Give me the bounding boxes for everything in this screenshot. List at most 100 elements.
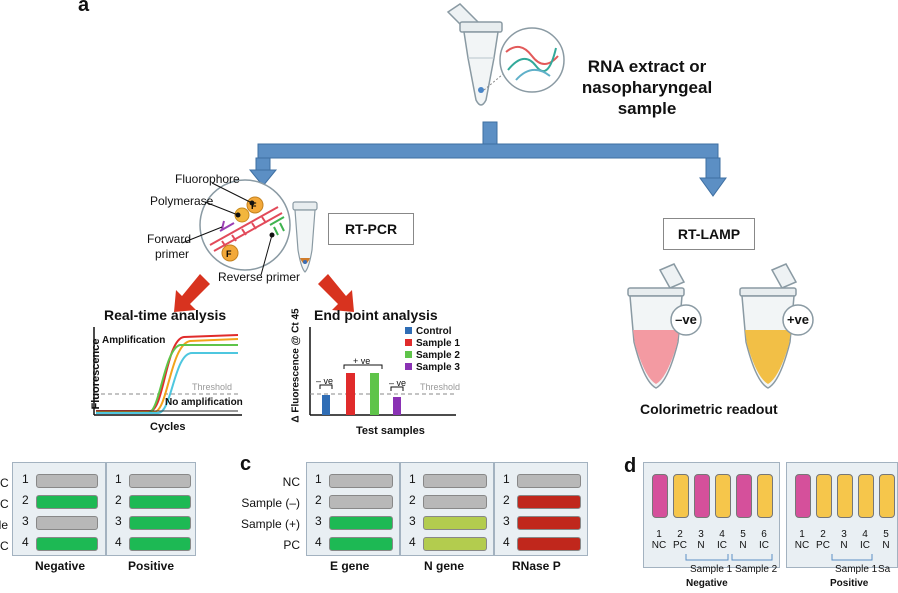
branch-arrows bbox=[248, 121, 727, 197]
strip bbox=[879, 474, 895, 518]
panel-letter-a: a bbox=[78, 0, 90, 16]
strip bbox=[652, 474, 668, 518]
gel-b-lane-number: 4 bbox=[115, 535, 122, 549]
forward-primer-icon bbox=[219, 220, 235, 232]
strip-sample-1-neg: Sample 1 bbox=[690, 564, 733, 575]
strip-label: NC bbox=[794, 540, 810, 551]
amplification-label: Amplification bbox=[102, 335, 166, 346]
strip-label: IC bbox=[759, 540, 769, 551]
strip-brackets bbox=[685, 554, 873, 561]
red-arrow-right bbox=[318, 274, 354, 312]
gel-c-band bbox=[517, 516, 581, 530]
strip-number: 6 bbox=[761, 529, 767, 540]
legend-swatch-sample-2 bbox=[405, 351, 412, 358]
strip bbox=[736, 474, 752, 518]
strip-number: 5 bbox=[740, 529, 746, 540]
gel-c-band bbox=[517, 495, 581, 509]
gel-b-row-label: le bbox=[0, 518, 8, 532]
gel-c-lane-number: 2 bbox=[315, 493, 322, 507]
gel-b-lane-number: 2 bbox=[115, 493, 122, 507]
gel-c-lane-number: 2 bbox=[503, 493, 510, 507]
gel-c-lane-number: 1 bbox=[315, 472, 322, 486]
gel-c-lane-number: 3 bbox=[315, 514, 322, 528]
legend-item: Sample 2 bbox=[405, 350, 460, 362]
strip-number: 1 bbox=[799, 529, 805, 540]
neg-bracket-label-2: – ve bbox=[389, 378, 407, 388]
strip-label: IC bbox=[860, 540, 870, 551]
legend-item: Control bbox=[405, 326, 460, 338]
gel-c-col-label: E gene bbox=[330, 559, 370, 573]
strip-number: 4 bbox=[862, 529, 868, 540]
bar-sample-1 bbox=[346, 373, 355, 415]
bar-sample-3 bbox=[393, 397, 401, 415]
f-mark-top: F bbox=[251, 201, 257, 211]
strip-label: IC bbox=[717, 540, 727, 551]
gel-c-lane-number: 4 bbox=[315, 535, 322, 549]
strip-label: N bbox=[840, 540, 848, 551]
gel-b-row-label: C bbox=[0, 497, 9, 511]
sample-title: RNA extract or nasopharyngeal sample bbox=[552, 56, 742, 119]
gel-b-lane-number: 2 bbox=[22, 493, 29, 507]
gel-c-lane-number: 4 bbox=[503, 535, 510, 549]
gel-c-lane-number: 2 bbox=[409, 493, 416, 507]
strip-positive-label: Positive bbox=[830, 578, 869, 589]
strip bbox=[673, 474, 689, 518]
legend-item: Sample 3 bbox=[405, 362, 460, 374]
panel-letter-c: c bbox=[240, 453, 252, 475]
legend-label: Sample 1 bbox=[416, 338, 460, 349]
sample-tube-illustration bbox=[446, 3, 565, 106]
fluorophore-icon-bottom bbox=[221, 244, 239, 262]
right-arrow-head bbox=[699, 177, 727, 197]
strip-label: PC bbox=[816, 540, 830, 551]
bracket-sample-1-pos bbox=[831, 554, 873, 561]
realtime-title: Real-time analysis bbox=[104, 307, 227, 323]
gel-c-band bbox=[329, 495, 393, 509]
lamp-positive-tube-icon bbox=[739, 263, 814, 389]
gel-c-band bbox=[423, 495, 487, 509]
gel-b-row-label: C bbox=[0, 476, 9, 490]
gel-c-row-label: NC bbox=[282, 475, 300, 489]
pos-bracket-label: + ve bbox=[353, 356, 371, 366]
gel-b-lane-number: 1 bbox=[115, 472, 122, 486]
endpoint-title: End point analysis bbox=[314, 307, 438, 323]
gel-b-row-label: C bbox=[0, 539, 9, 553]
strip-label: NC bbox=[651, 540, 667, 551]
pcr-mechanism-illustration: F F bbox=[181, 179, 291, 276]
lamp-negative-tube-icon bbox=[627, 263, 702, 389]
gel-b-band bbox=[36, 474, 98, 488]
gel-b-lane-number: 3 bbox=[22, 514, 29, 528]
primer-label: primer bbox=[155, 247, 190, 261]
gel-b-band bbox=[36, 516, 98, 530]
polymerase-icon bbox=[234, 207, 250, 223]
bracket-sample-2-neg bbox=[731, 554, 773, 561]
gel-c-lane-number: 3 bbox=[409, 514, 416, 528]
gel-b-band bbox=[129, 474, 191, 488]
strip bbox=[757, 474, 773, 518]
strip-number: 2 bbox=[677, 529, 683, 540]
legend-swatch-sample-1 bbox=[405, 339, 412, 346]
gel-c-band bbox=[329, 516, 393, 530]
gel-b-negative-label: Negative bbox=[35, 559, 86, 573]
right-arrow-shaft bbox=[705, 157, 721, 179]
gel-c-band bbox=[329, 474, 393, 488]
gel-b-band bbox=[129, 495, 191, 509]
strip bbox=[795, 474, 811, 518]
bracket-sample-1-neg bbox=[685, 554, 729, 561]
gel-b-band bbox=[129, 516, 191, 530]
legend-swatch-control bbox=[405, 327, 412, 334]
bracket-pos bbox=[343, 364, 383, 369]
endpoint-legend: Control Sample 1 Sample 2 Sample 3 bbox=[405, 326, 460, 374]
fluorophore-label: Fluorophore bbox=[175, 172, 240, 186]
curve-cyan bbox=[96, 352, 238, 414]
strip bbox=[816, 474, 832, 518]
gel-c-lane-number: 1 bbox=[503, 472, 510, 486]
strip-sample-1-pos: Sample 1 bbox=[835, 564, 878, 575]
legend-label: Sample 3 bbox=[416, 362, 460, 373]
gel-b-lane-number: 3 bbox=[115, 514, 122, 528]
reverse-primer-label: Reverse primer bbox=[218, 270, 301, 284]
gel-c-band bbox=[423, 474, 487, 488]
legend-label: Control bbox=[416, 326, 452, 337]
reverse-primer-icon bbox=[269, 216, 285, 236]
gel-c-row-label: Sample (–) bbox=[241, 496, 300, 510]
strip-number: 5 bbox=[883, 529, 889, 540]
